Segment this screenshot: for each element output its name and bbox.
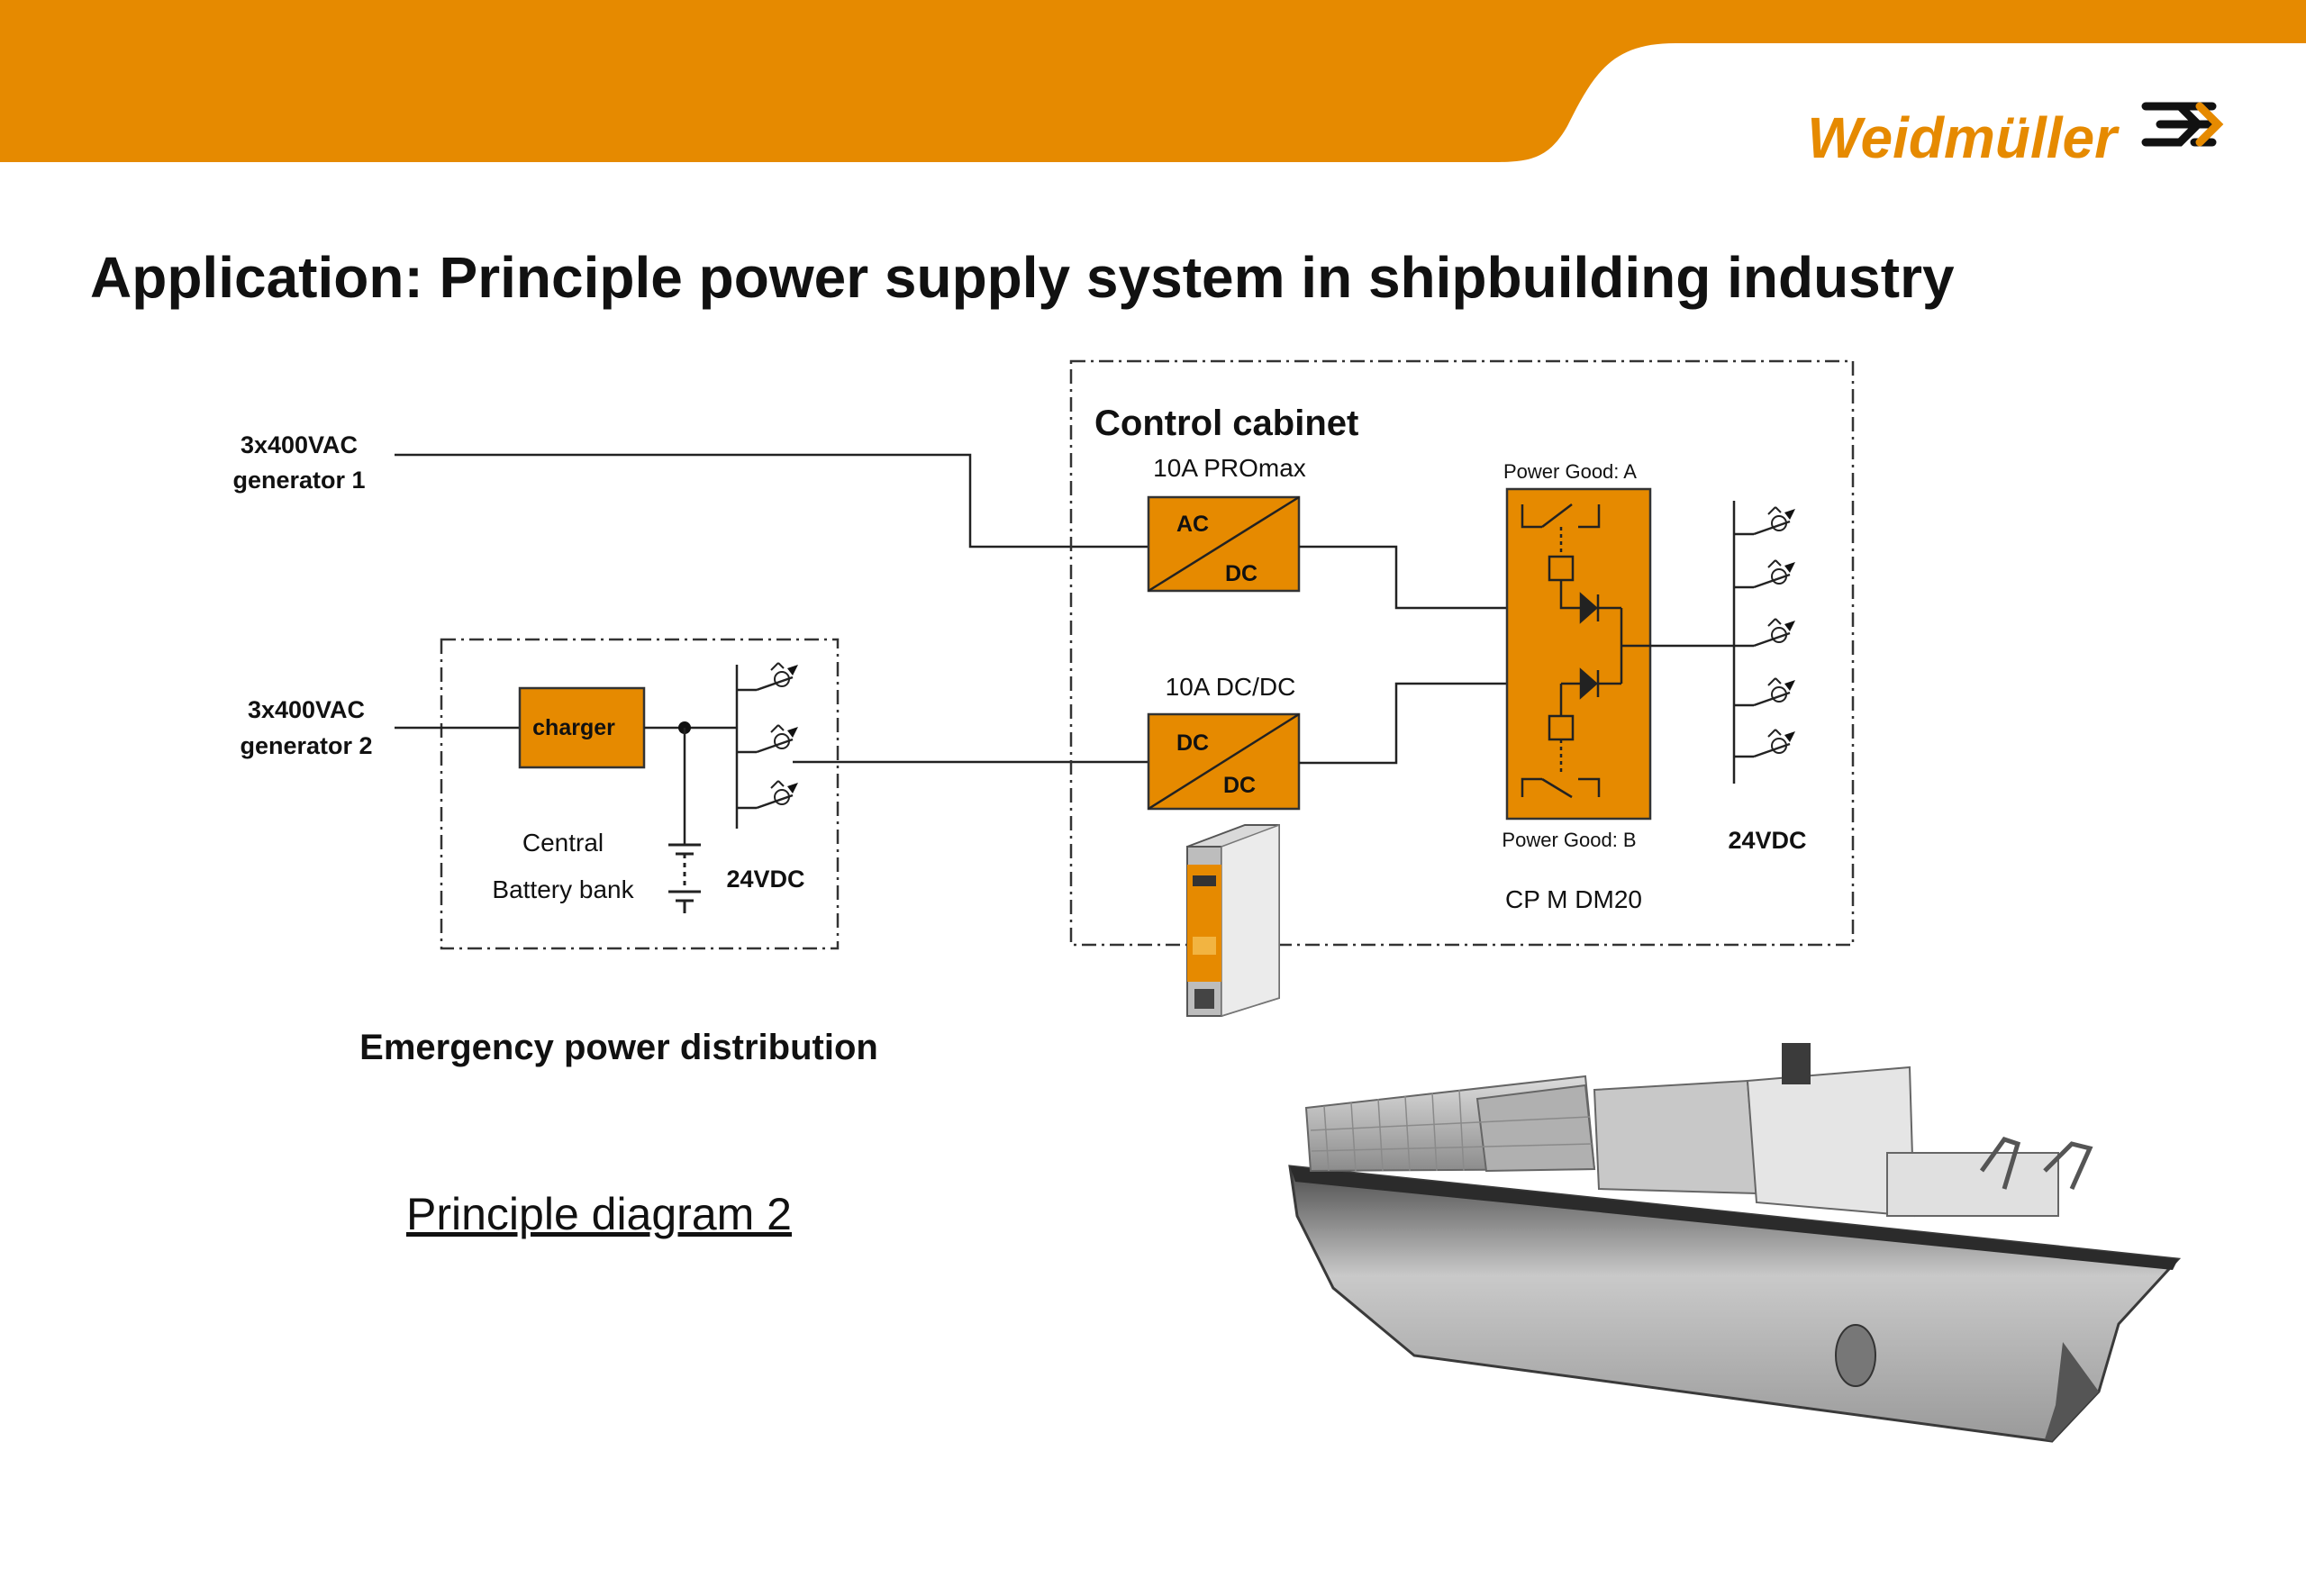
control-cabinet-box (1069, 359, 1855, 947)
power-good-b-label: Power Good: B (1502, 829, 1636, 851)
acdc-to-module-wire (1299, 545, 1507, 610)
power-good-a-label: Power Good: A (1503, 460, 1637, 483)
header-band (0, 0, 2306, 162)
weidmuller-logo-mark-icon (2141, 102, 2224, 147)
power-supply-device-image (1186, 823, 1280, 1018)
logo-wordmark: Weidmüller (1807, 105, 2120, 170)
redundancy-module-internals (1521, 503, 1650, 799)
generator-1-voltage: 3x400VAC (241, 431, 358, 458)
emergency-voltage-label: 24VDC (726, 866, 804, 893)
container-ship-image (1288, 1043, 2182, 1443)
generator-2-voltage: 3x400VAC (248, 696, 365, 723)
lamp-load-icon (735, 779, 800, 810)
principle-diagram-caption: Principle diagram 2 (406, 1189, 792, 1239)
dcdc-to-module-wire (1299, 682, 1507, 765)
dcdc-input-label: DC (1176, 730, 1209, 756)
output-voltage-label: 24VDC (1728, 827, 1806, 854)
control-cabinet-title: Control cabinet (1094, 404, 1358, 443)
charger-label: charger (532, 715, 615, 740)
redundancy-module-box (1505, 487, 1652, 821)
page-title: Application: Principle power supply syst… (90, 245, 1955, 310)
generator-2-label: generator 2 (240, 732, 372, 759)
dcdc-output-label: DC (1223, 773, 1256, 798)
emergency-caption: Emergency power distribution (359, 1028, 878, 1067)
dcdc-converter-label: 10A DC/DC (1166, 673, 1296, 701)
converter-diagonal (1148, 495, 1300, 593)
converter-diagonal (1148, 712, 1300, 811)
lamp-load-icon (1732, 676, 1797, 707)
battery-symbol (668, 843, 701, 913)
lamp-load-icon (1732, 558, 1797, 589)
lamp-load-icon (1732, 728, 1797, 758)
module-name-label: CP M DM20 (1505, 885, 1642, 913)
generator-1-label: generator 1 (232, 467, 365, 494)
lamp-load-icon (1732, 617, 1797, 648)
acdc-output-label: DC (1225, 561, 1257, 586)
lamp-load-icon (735, 661, 800, 692)
acdc-input-label: AC (1176, 512, 1209, 537)
emergency-power-box (440, 638, 840, 950)
lamp-load-icon (735, 723, 800, 754)
charger-box (518, 686, 646, 769)
acdc-converter-label: 10A PROmax (1153, 454, 1306, 482)
weidmuller-logo: Weidmüller (1807, 102, 2224, 170)
battery-label-line2: Battery bank (492, 875, 634, 903)
lamp-load-icon (1732, 505, 1797, 536)
battery-label-line1: Central (522, 829, 604, 857)
generator-1-wire (395, 453, 1148, 549)
